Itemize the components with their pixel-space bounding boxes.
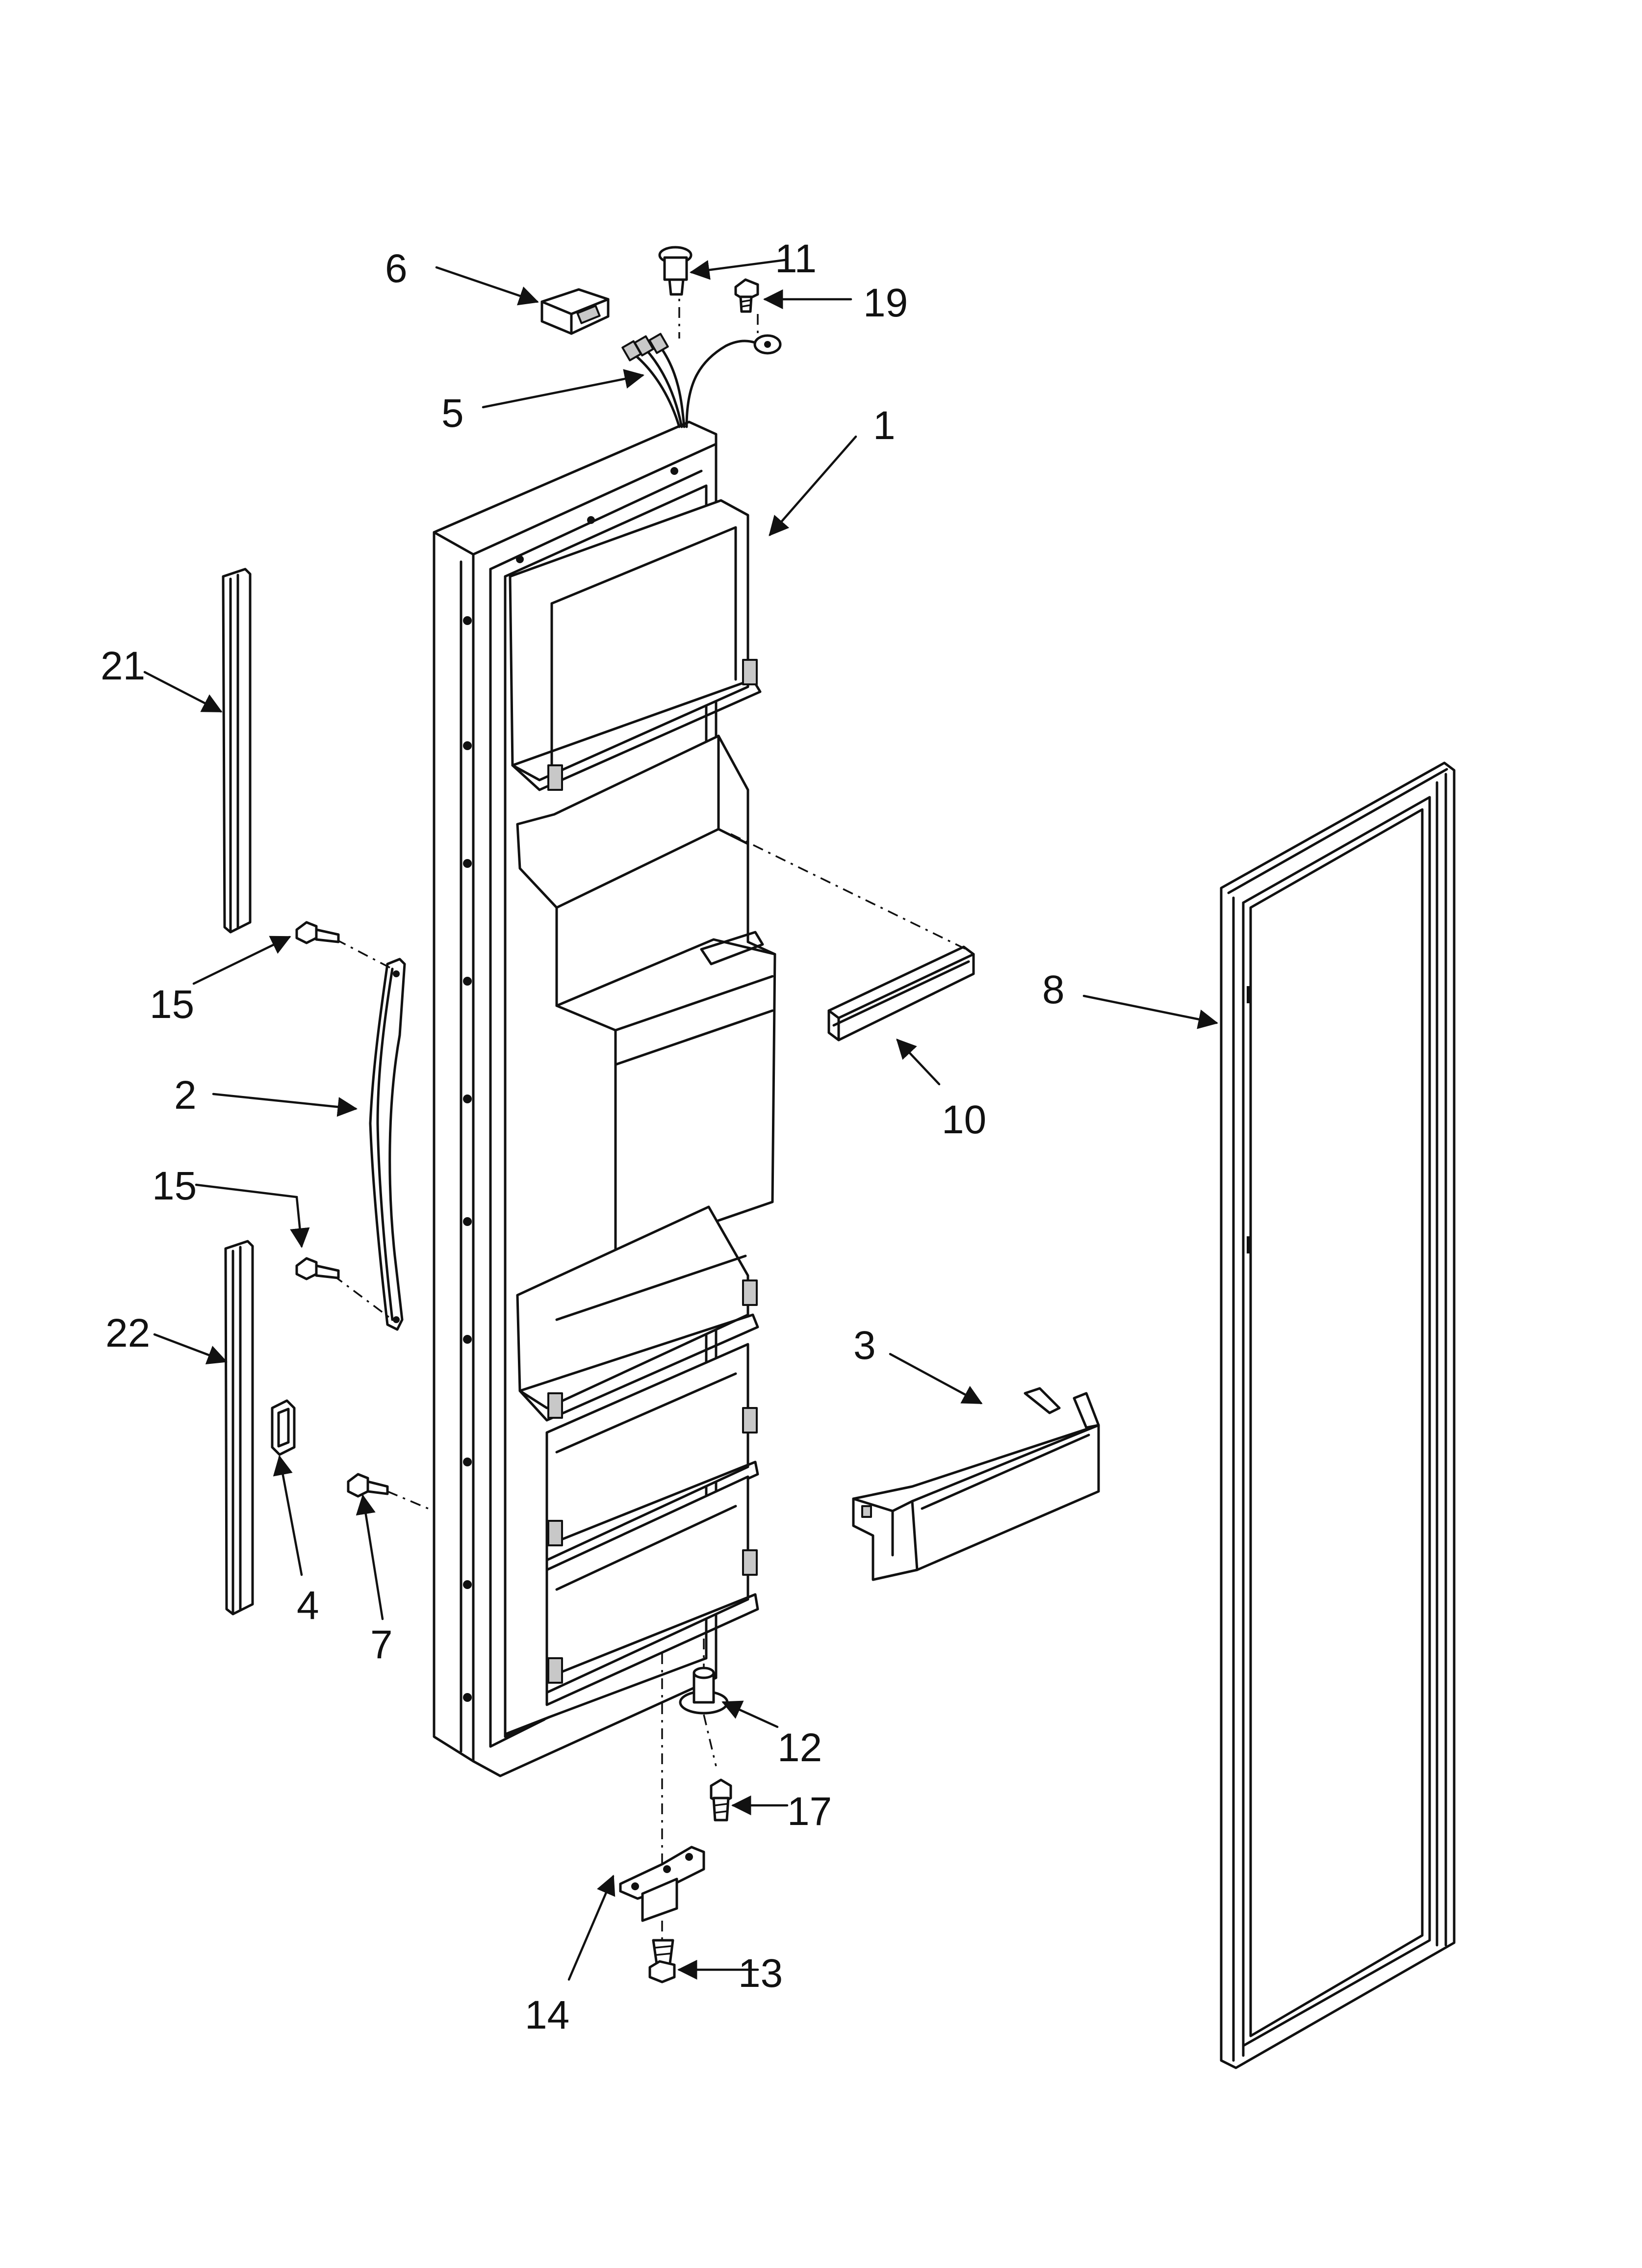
callout-11: 11 <box>775 236 817 281</box>
callout-labels: 1 2 3 4 5 6 7 8 10 11 12 13 14 15 15 17 … <box>101 236 1065 2037</box>
trim-22 <box>224 1240 254 1616</box>
screw-7 <box>347 1473 435 1512</box>
screw-15-top <box>295 921 340 944</box>
callout-19: 19 <box>863 281 908 325</box>
callout-22: 22 <box>105 1311 150 1356</box>
wire-harness <box>621 282 782 428</box>
hinge-pin-12 <box>679 1639 729 1767</box>
callout-7: 7 <box>370 1622 393 1667</box>
callout-1: 1 <box>873 403 896 448</box>
callout-3: 3 <box>853 1323 876 1368</box>
callout-2: 2 <box>174 1073 197 1118</box>
callout-15-top: 15 <box>150 982 194 1027</box>
callout-10: 10 <box>942 1097 986 1142</box>
callout-6: 6 <box>385 246 408 291</box>
callout-4: 4 <box>297 1583 319 1628</box>
callout-13: 13 <box>738 1951 783 1996</box>
callout-14: 14 <box>525 1993 569 2037</box>
callout-5: 5 <box>441 391 464 436</box>
callout-8: 8 <box>1042 967 1065 1012</box>
handle-2 <box>333 938 406 1331</box>
screw-19 <box>734 278 759 313</box>
clip-4 <box>271 1399 296 1456</box>
callout-15-bottom: 15 <box>152 1164 197 1208</box>
shelf-3 <box>852 1387 1100 1581</box>
door-flange-holes <box>463 467 678 1702</box>
door-assembly <box>433 420 776 1777</box>
callout-17: 17 <box>787 1789 832 1834</box>
screw-15-bottom <box>295 1257 340 1280</box>
leader-lines <box>143 259 1218 1981</box>
callout-21: 21 <box>101 644 145 688</box>
gasket-8 <box>1220 761 1456 2069</box>
trim-21 <box>222 568 252 934</box>
slide-10 <box>730 833 975 1042</box>
screw-13 <box>648 1939 676 1983</box>
screw-17 <box>710 1778 732 1822</box>
hinge-14 <box>619 1653 705 1940</box>
connector-block <box>540 288 610 335</box>
callout-12: 12 <box>777 1725 822 1770</box>
switch-11 <box>658 246 693 296</box>
